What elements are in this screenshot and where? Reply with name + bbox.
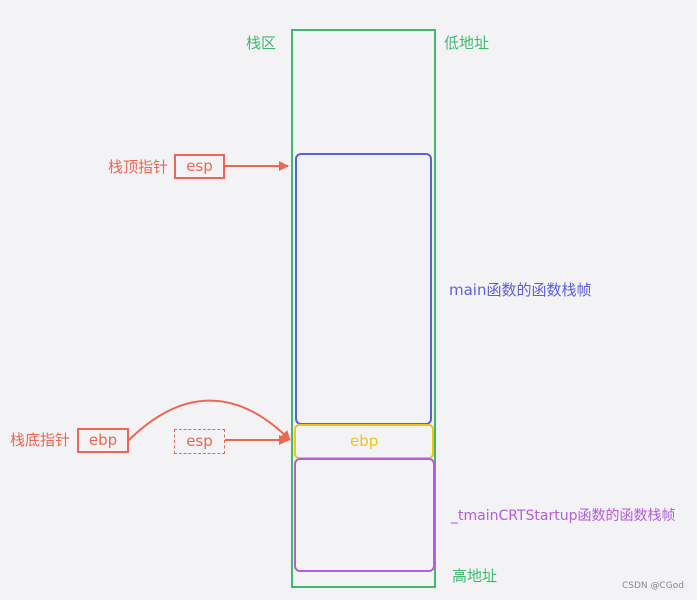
startup-frame-box xyxy=(294,458,435,572)
old-esp-register-text: esp xyxy=(186,432,213,450)
ebp-register-text: ebp xyxy=(88,431,118,449)
old-esp-register-box: esp xyxy=(174,429,225,454)
ebp-curve-arrow xyxy=(128,399,291,441)
esp-register-box: esp xyxy=(174,154,225,179)
main-frame-label: main函数的函数栈帧 xyxy=(449,281,592,299)
low-address-label: 低地址 xyxy=(444,34,490,52)
ebp-register-box: ebp xyxy=(77,428,129,453)
startup-frame-label: _tmainCRTStartup函数的函数栈帧 xyxy=(451,508,676,524)
esp-register-text: esp xyxy=(186,157,213,175)
main-frame-box xyxy=(295,153,432,425)
base-pointer-label: 栈底指针 xyxy=(10,431,71,449)
stack-area-box xyxy=(291,29,436,588)
stack-area-label: 栈区 xyxy=(246,34,277,52)
top-pointer-label: 栈顶指针 xyxy=(108,158,169,176)
ebp-slot-label: ebp xyxy=(350,432,379,450)
high-address-label: 高地址 xyxy=(452,567,498,585)
watermark: CSDN @CGod xyxy=(622,581,684,591)
